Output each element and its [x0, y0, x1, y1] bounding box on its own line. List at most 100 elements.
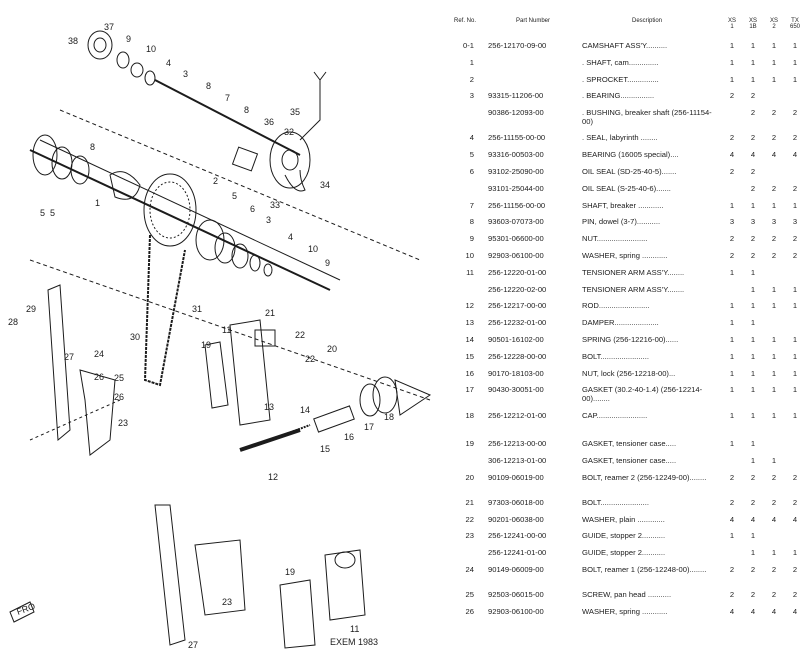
qty-xs2-cell: 2 [771, 234, 777, 244]
stopper-guide [79, 369, 116, 456]
table-row: 90386-12093-00. BUSHING, breaker shaft (… [448, 105, 808, 130]
qty-xs1b-cell: 1 [750, 385, 756, 395]
header-qty-tx650: TX 650 [789, 18, 800, 30]
part-number-cell: 90109-06019-00 [488, 472, 544, 482]
qty-xs1-cell: 1 [729, 41, 735, 50]
callout: 3 [266, 215, 271, 225]
chain-guide-lower [154, 504, 186, 646]
qty-xs1b-cell: 1 [750, 41, 756, 50]
qty-xs1-cell: 2 [729, 166, 735, 176]
qty-xs1b-cell: 1 [750, 455, 756, 465]
callout: 23 [222, 597, 232, 607]
part-number-cell: 256-12241-01-00 [488, 548, 547, 558]
callout: 28 [8, 317, 18, 327]
qty-tx650-cell: 2 [792, 250, 798, 260]
qty-xs1-cell: 2 [729, 234, 735, 244]
description-cell: WASHER, spring ............ [582, 250, 668, 260]
qty-xs1b-cell: 2 [750, 183, 756, 193]
ref-no-cell: 17 [465, 385, 474, 395]
header-qty-xs1b: XS 1B [748, 18, 757, 30]
part-number-cell: 93315-11206-00 [488, 91, 544, 101]
qty-xs2-cell: 1 [771, 455, 777, 465]
ref-no-cell: 3 [469, 91, 474, 101]
callout: 21 [265, 308, 275, 318]
callout: 16 [344, 432, 354, 442]
ref-no-cell: 6 [469, 166, 474, 176]
qty-xs1b-cell: 2 [750, 497, 756, 507]
part-number-cell: 92903-06100-00 [488, 250, 544, 260]
qty-tx650-cell: 2 [792, 108, 798, 118]
qty-tx650-cell: 2 [792, 565, 798, 575]
callout: 8 [90, 142, 95, 152]
part-number-cell: 92903-06100-00 [488, 607, 544, 617]
exploded-view-diagram: 37 38 9 10 4 3 8 7 8 36 32 35 34 33 8 5 … [8, 22, 432, 650]
qty-xs2-cell: 2 [771, 108, 777, 118]
ref-no-cell: 16 [465, 368, 474, 378]
qty-xs1b-cell: 3 [750, 217, 756, 227]
callout: 27 [64, 352, 74, 362]
ref-no-cell: 15 [465, 351, 474, 361]
part-number-cell: 256-12241-00-00 [488, 531, 547, 541]
qty-xs1-cell: 1 [729, 385, 735, 395]
header-qty-xs2: XS 2 [769, 18, 778, 30]
ref-no-cell: 19 [465, 439, 474, 449]
part-number-cell: 256-12217-00-00 [488, 301, 547, 311]
qty-xs1b-cell: 2 [750, 108, 756, 118]
callout: 32 [284, 127, 294, 137]
callout: 2 [213, 176, 218, 186]
qty-xs2-cell: 1 [771, 548, 777, 558]
part-number-cell: 256-12220-02-00 [488, 284, 547, 294]
ref-no-cell: 7 [469, 200, 474, 210]
qty-xs1b-cell: 1 [750, 284, 756, 294]
qty-xs1-cell: 2 [729, 590, 735, 600]
part-number-cell: 90430-30051-00 [488, 385, 544, 395]
callout: 8 [244, 105, 249, 115]
ref-no-cell: 8 [469, 217, 474, 227]
qty-xs2-cell: 1 [771, 368, 777, 378]
diagram-footer-label: EXEM 1983 [330, 637, 378, 647]
qty-xs1-cell: 4 [729, 150, 735, 160]
callout: 18 [384, 412, 394, 422]
part-number-cell: 90386-12093-00 [488, 108, 544, 118]
qty-tx650-cell: 1 [792, 200, 798, 210]
description-cell: OIL SEAL (SD-25-40-5)....... [582, 166, 677, 176]
description-cell: BOLT, reamer 1 (256-12248-00)........ [582, 565, 707, 575]
cam-sprocket-top [87, 30, 113, 60]
qty-xs2-cell: 1 [771, 57, 777, 67]
qty-xs2-cell: 1 [771, 200, 777, 210]
description-cell: SCREW, pan head ........... [582, 590, 672, 600]
ref-no-cell: 0-1 [463, 41, 474, 50]
qty-xs1b-cell: 2 [750, 133, 756, 143]
qty-xs1b-cell: 1 [750, 531, 756, 541]
part-number-cell: 90170-18103-00 [488, 368, 544, 378]
callout: 27 [188, 640, 198, 650]
breaker-plate [269, 131, 311, 189]
ref-no-cell: 1 [469, 57, 474, 67]
description-cell: OIL SEAL (S-25-40-6)....... [582, 183, 671, 193]
callout: 20 [327, 344, 337, 354]
qty-tx650-cell: 1 [792, 351, 798, 361]
callout: 24 [94, 349, 104, 359]
callout: 5 [40, 208, 45, 218]
qty-xs1-cell: 2 [729, 497, 735, 507]
callout: 10 [308, 244, 318, 254]
callout: 5 [50, 208, 55, 218]
qty-tx650-cell: 1 [792, 368, 798, 378]
qty-xs1b-cell: 2 [750, 91, 756, 101]
callout: 36 [264, 117, 274, 127]
qty-tx650-cell: 2 [792, 590, 798, 600]
part-number-cell: 97303-06018-00 [488, 497, 544, 507]
qty-xs1b-cell: 1 [750, 200, 756, 210]
part-number-cell: 93316-00503-00 [488, 150, 544, 160]
qty-tx650-cell: 2 [792, 183, 798, 193]
